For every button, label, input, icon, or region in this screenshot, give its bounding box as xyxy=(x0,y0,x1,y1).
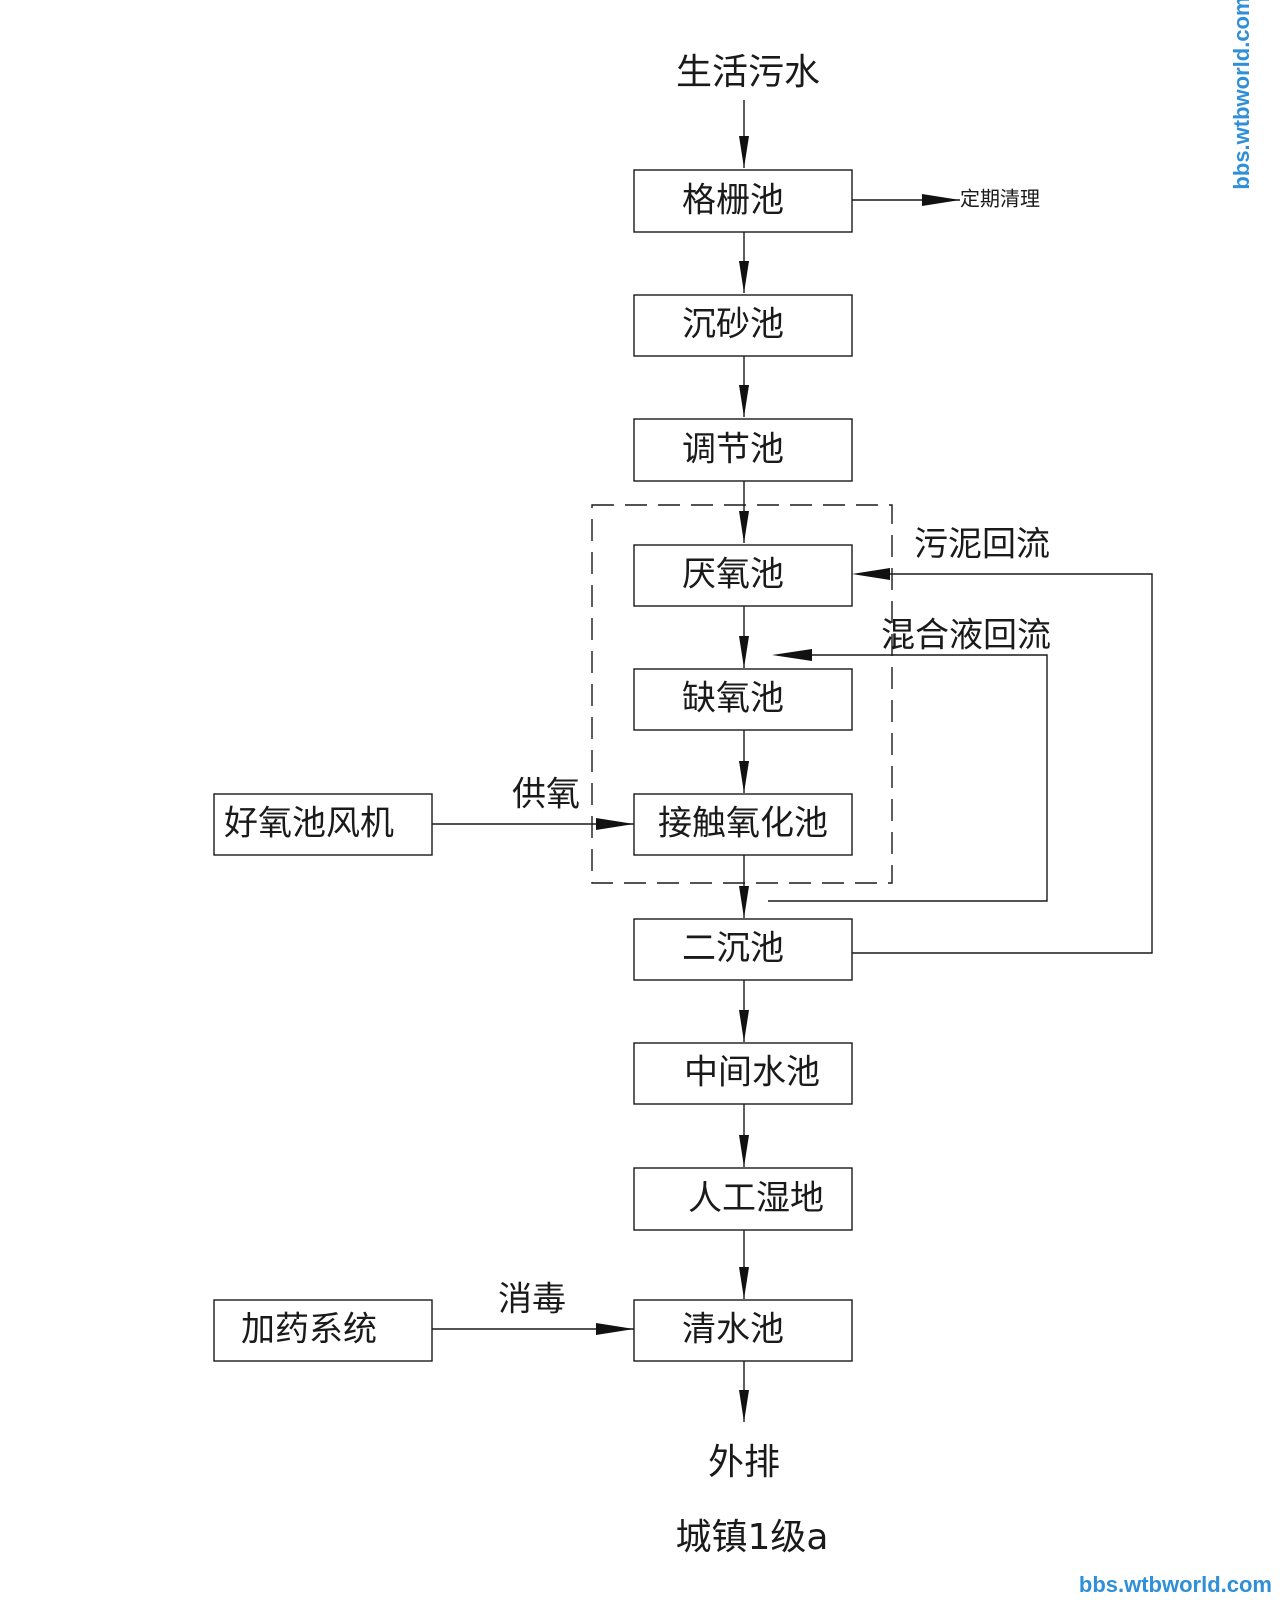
box-aeration-blower-label: 好氧池风机 xyxy=(224,804,394,844)
box-contact-oxidation-tank-label: 接触氧化池 xyxy=(658,804,828,844)
oxygen-supply-label: 供氧 xyxy=(512,775,580,815)
disinfection-label: 消毒 xyxy=(498,1280,566,1320)
box-regulating-tank-label: 调节池 xyxy=(682,430,784,470)
box-grille-label: 格栅池 xyxy=(682,181,784,221)
cleaning-connector xyxy=(852,194,960,206)
box-anaerobic-tank: 厌氧池 xyxy=(633,544,853,607)
biological-zone-boundary xyxy=(591,504,893,884)
sludge-return-line xyxy=(852,568,1153,954)
box-anaerobic-tank-label: 厌氧池 xyxy=(682,555,784,595)
box-constructed-wetland: 人工湿地 xyxy=(633,1167,853,1231)
box-constructed-wetland-label: 人工湿地 xyxy=(688,1179,824,1219)
output-label: 外排 xyxy=(708,1442,780,1483)
box-anoxic-tank: 缺氧池 xyxy=(633,668,853,731)
box-secondary-clarifier-label: 二沉池 xyxy=(682,929,784,969)
box-clear-water-tank: 清水池 xyxy=(633,1299,853,1362)
box-dosing-system-label: 加药系统 xyxy=(241,1310,377,1350)
mixed-liquor-return-label: 混合液回流 xyxy=(881,616,1051,656)
box-grille: 格栅池 xyxy=(633,169,853,233)
box-intermediate-tank-label: 中间水池 xyxy=(684,1053,820,1093)
sludge-return-label: 污泥回流 xyxy=(914,525,1050,565)
box-grit-chamber: 沉砂池 xyxy=(633,294,853,357)
cleaning-label: 定期清理 xyxy=(960,187,1040,211)
box-anoxic-tank-label: 缺氧池 xyxy=(682,679,784,719)
box-regulating-tank: 调节池 xyxy=(633,418,853,482)
box-secondary-clarifier: 二沉池 xyxy=(633,918,853,981)
watermark-bottom: bbs.wtbworld.com xyxy=(1078,1572,1272,1597)
input-label: 生活污水 xyxy=(676,52,820,93)
main-flow-connectors xyxy=(739,100,749,1422)
standard-label: 城镇1级a xyxy=(676,1517,829,1558)
watermark-vertical: bbs.wtbworld.com xyxy=(1229,0,1254,190)
oxygen-supply-connector xyxy=(432,818,634,830)
box-aeration-blower: 好氧池风机 xyxy=(213,793,433,856)
box-contact-oxidation-tank: 接触氧化池 xyxy=(633,793,853,856)
disinfection-connector xyxy=(432,1323,634,1335)
box-clear-water-tank-label: 清水池 xyxy=(682,1310,784,1350)
box-grit-chamber-label: 沉砂池 xyxy=(682,305,784,345)
box-dosing-system: 加药系统 xyxy=(213,1299,433,1362)
box-intermediate-tank: 中间水池 xyxy=(633,1042,853,1105)
mixed-liquor-return-line xyxy=(768,649,1048,902)
